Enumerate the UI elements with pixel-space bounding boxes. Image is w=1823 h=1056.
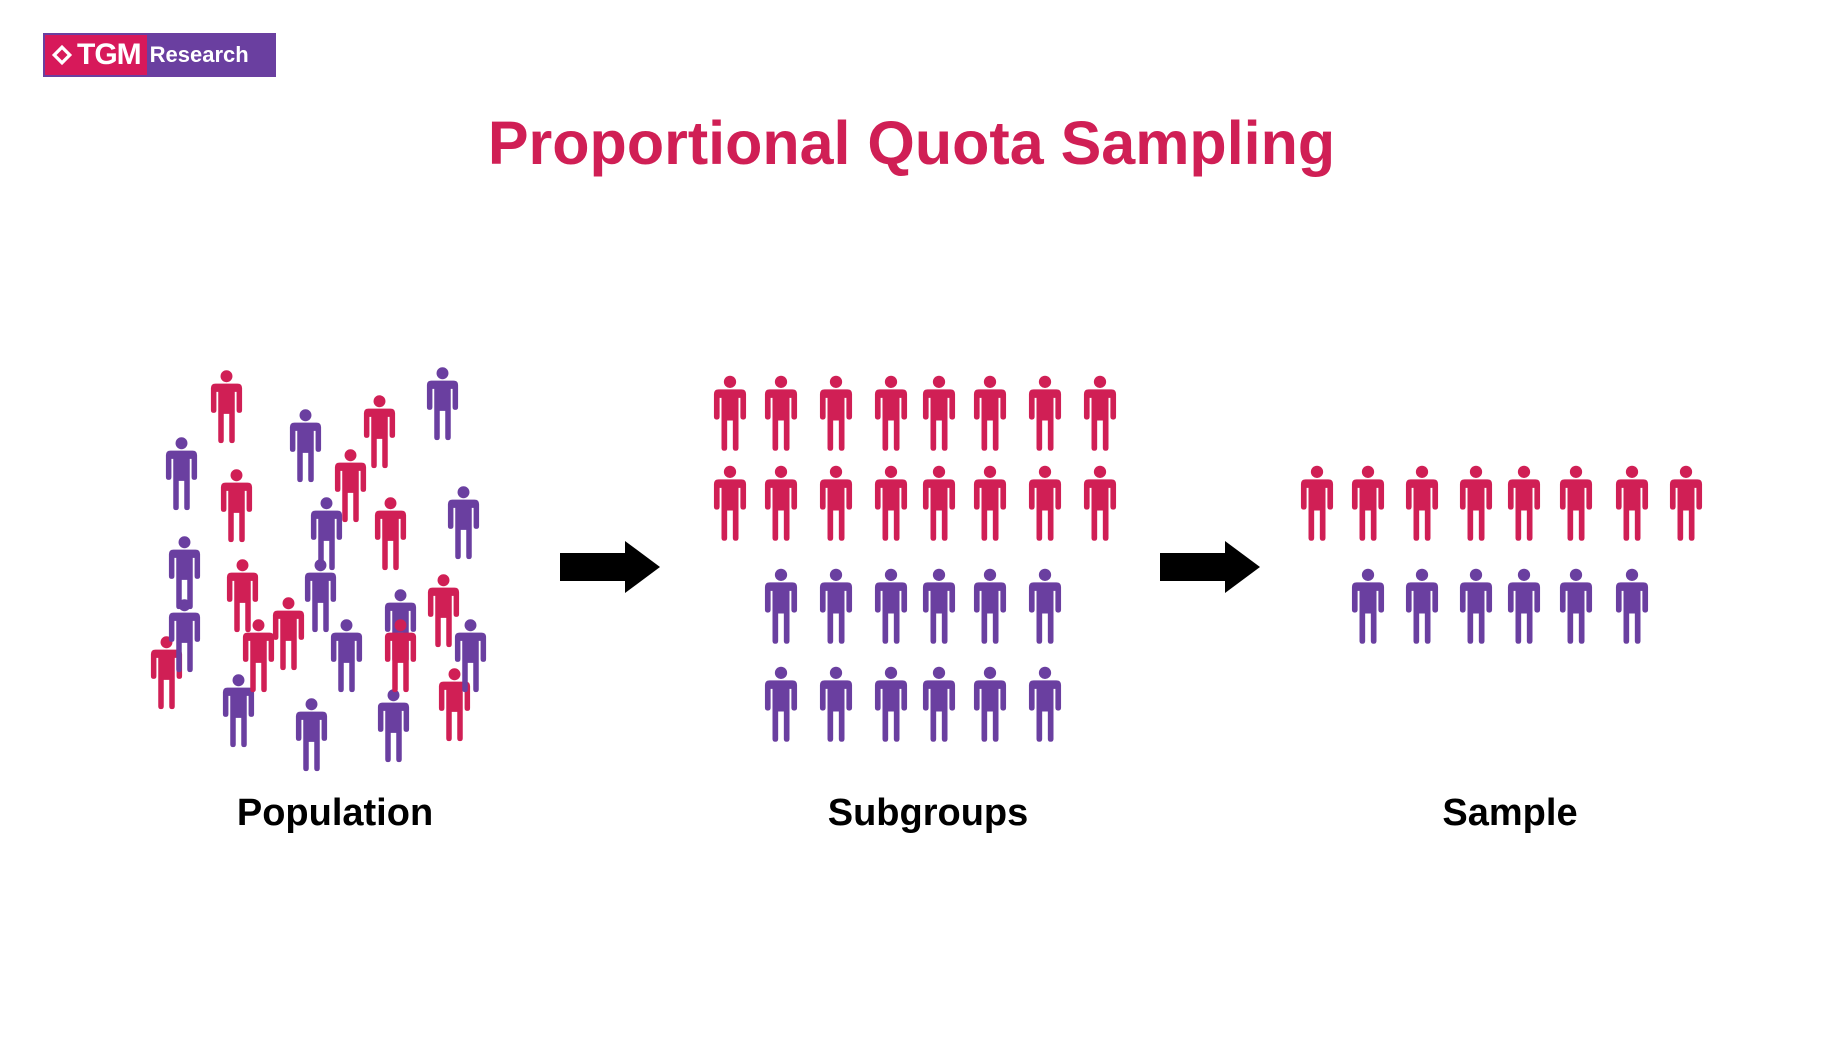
person-icon [1459, 568, 1493, 644]
person-icon [447, 486, 480, 560]
person-icon [1351, 568, 1385, 644]
arrow-shape [1160, 541, 1260, 593]
diamond-icon [51, 44, 73, 66]
person-icon [1405, 465, 1439, 541]
person-icon [330, 619, 363, 693]
population-label: Population [236, 792, 434, 834]
person-icon [1405, 568, 1439, 644]
population-group [150, 367, 487, 772]
person-icon [1669, 465, 1703, 541]
person-icon [165, 437, 198, 511]
person-icon [973, 465, 1007, 541]
person-icon [289, 409, 322, 483]
person-icon [1083, 375, 1117, 451]
person-icon [764, 465, 798, 541]
sample-group [1300, 465, 1703, 644]
person-icon [1459, 465, 1493, 541]
subgroups-label: Subgroups [827, 792, 1029, 834]
person-icon [874, 666, 908, 742]
person-icon [973, 375, 1007, 451]
arrow-right-icon [560, 541, 660, 593]
person-icon [764, 666, 798, 742]
person-icon [427, 574, 460, 648]
person-icon [454, 619, 487, 693]
person-icon [874, 568, 908, 644]
person-icon [295, 698, 328, 772]
person-icon [1507, 568, 1541, 644]
person-icon [819, 568, 853, 644]
person-icon [1028, 666, 1062, 742]
person-icon [426, 367, 459, 441]
arrow-right-icon [1160, 541, 1260, 593]
person-icon [1507, 465, 1541, 541]
tgm-research-logo: TGM Research [43, 33, 276, 77]
person-icon [922, 568, 956, 644]
person-icon [226, 559, 259, 633]
person-icon [363, 395, 396, 469]
subgroups-group [713, 375, 1117, 742]
person-icon [973, 666, 1007, 742]
person-icon [819, 666, 853, 742]
sample-label: Sample [1442, 792, 1578, 834]
person-icon [1615, 465, 1649, 541]
person-icon [1615, 568, 1649, 644]
person-icon [1351, 465, 1385, 541]
person-icon [210, 370, 243, 444]
person-icon [1559, 568, 1593, 644]
person-icon [1559, 465, 1593, 541]
person-icon [819, 375, 853, 451]
person-icon [1028, 465, 1062, 541]
person-icon [272, 597, 305, 671]
person-icon [922, 666, 956, 742]
logo-brand-mark: TGM [77, 38, 142, 71]
person-icon [374, 497, 407, 571]
person-icon [973, 568, 1007, 644]
logo-mark: TGM [45, 35, 147, 75]
person-icon [168, 536, 201, 610]
person-icon [874, 465, 908, 541]
person-icon [1028, 375, 1062, 451]
person-icon [922, 375, 956, 451]
person-icon [713, 375, 747, 451]
person-icon [764, 375, 798, 451]
person-icon [874, 375, 908, 451]
logo-brand-name: Research [149, 42, 249, 67]
person-icon [1300, 465, 1334, 541]
page-title: Proportional Quota Sampling [487, 109, 1336, 177]
person-icon [310, 497, 343, 571]
person-icon [220, 469, 253, 543]
person-icon [713, 465, 747, 541]
person-icon [377, 689, 410, 763]
arrow-shape [560, 541, 660, 593]
person-icon [764, 568, 798, 644]
person-icon [922, 465, 956, 541]
person-icon [304, 559, 337, 633]
person-icon [222, 674, 255, 748]
person-icon [1083, 465, 1117, 541]
person-icon [1028, 568, 1062, 644]
person-icon [819, 465, 853, 541]
